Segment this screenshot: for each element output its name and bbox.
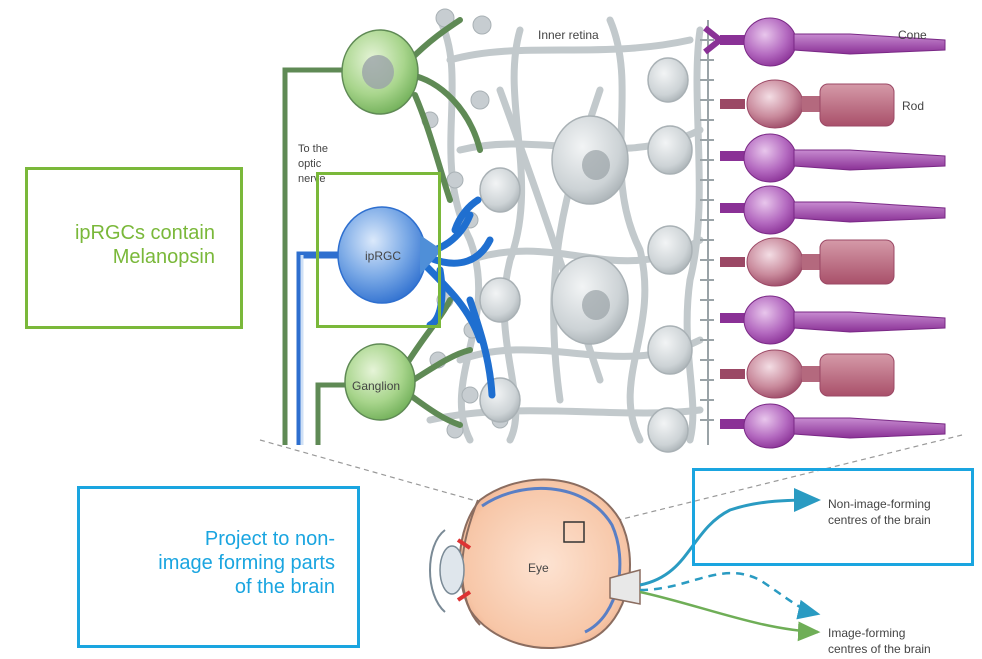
- label-optic-nerve-2: optic: [298, 158, 322, 170]
- callout-melanopsin-line-1: ipRGCs contain: [25, 221, 215, 245]
- callout-project-line-2: image forming parts: [90, 551, 335, 575]
- callout-melanopsin-line-2: Melanopsin: [25, 245, 215, 269]
- photoreceptor-layer: [705, 18, 945, 448]
- label-image-1: Image-forming: [828, 626, 905, 640]
- label-inner-retina: Inner retina: [538, 28, 599, 42]
- callout-project-line-1: Project to non-: [90, 527, 335, 551]
- callout-iprgc-highlight: [316, 172, 441, 328]
- callout-melanopsin-text: ipRGCs contain Melanopsin: [25, 221, 215, 269]
- label-rod: Rod: [902, 99, 924, 113]
- label-cone: Cone: [898, 28, 927, 42]
- inner-retina-layer: [422, 9, 714, 452]
- cone-photoreceptor: [705, 18, 945, 66]
- label-eye: Eye: [528, 561, 549, 575]
- label-image-2: centres of the brain: [828, 642, 931, 656]
- callout-project-line-3: of the brain: [90, 575, 335, 599]
- label-optic-nerve-1: To the: [298, 143, 328, 155]
- label-ganglion: Ganglion: [352, 379, 400, 393]
- rod-photoreceptor: [720, 80, 894, 128]
- callout-project-text: Project to non- image forming parts of t…: [90, 527, 335, 599]
- eye-illustration: Eye: [430, 480, 640, 649]
- callout-non-image-highlight: [692, 468, 974, 566]
